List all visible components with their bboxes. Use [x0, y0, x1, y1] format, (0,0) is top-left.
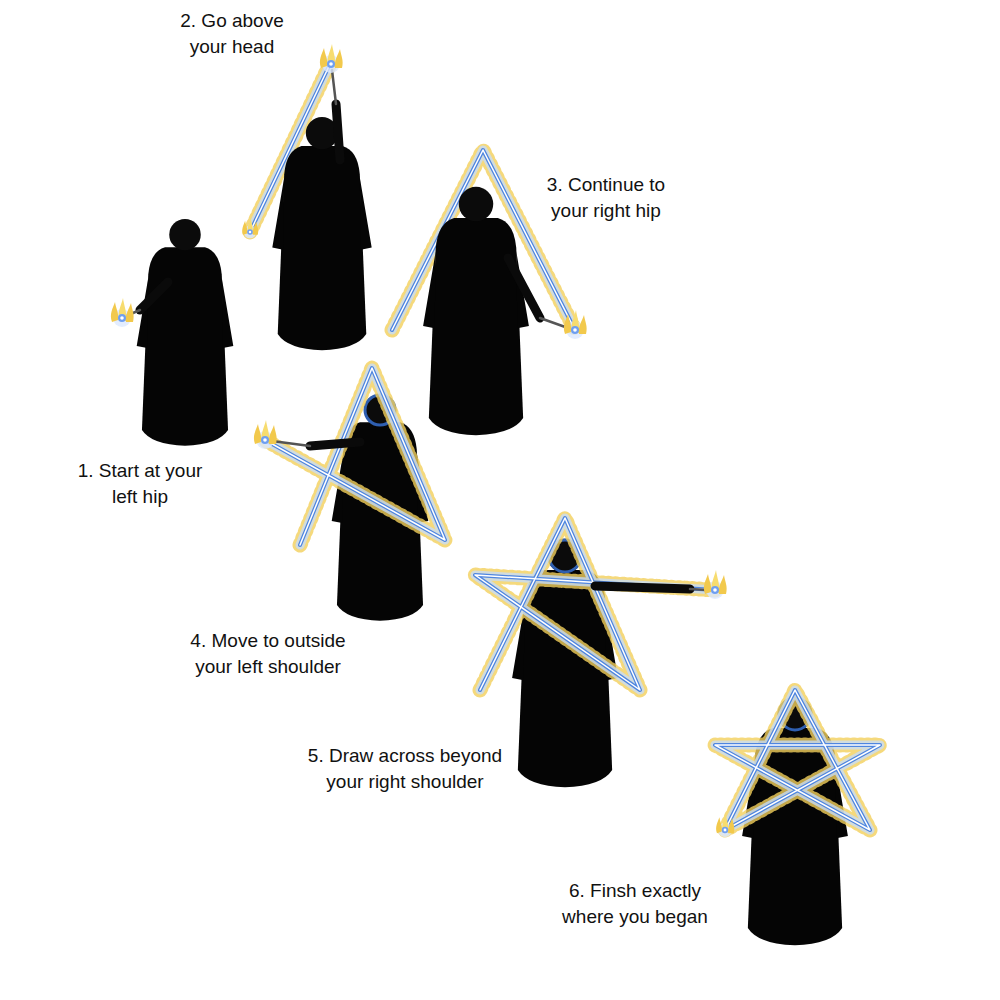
step-label: 6. Finsh exactly where you began — [550, 878, 720, 929]
pentagram-stroke — [475, 518, 715, 690]
pentagram-stroke — [265, 368, 445, 545]
robed-figure — [242, 44, 371, 350]
robed-figure — [715, 690, 880, 945]
step-label: 4. Move to outside your left shoulder — [176, 628, 361, 679]
robed-figure — [475, 518, 727, 787]
pentagram-stroke — [715, 690, 880, 830]
step-label: 5. Draw across beyond your right shoulde… — [295, 743, 515, 794]
robed-figure — [111, 219, 233, 446]
step-label: 1. Start at your left hip — [78, 458, 203, 509]
step-label: 3. Continue to your right hip — [536, 172, 676, 223]
robed-figure — [254, 368, 445, 621]
step-label: 2. Go above your head — [170, 8, 295, 59]
